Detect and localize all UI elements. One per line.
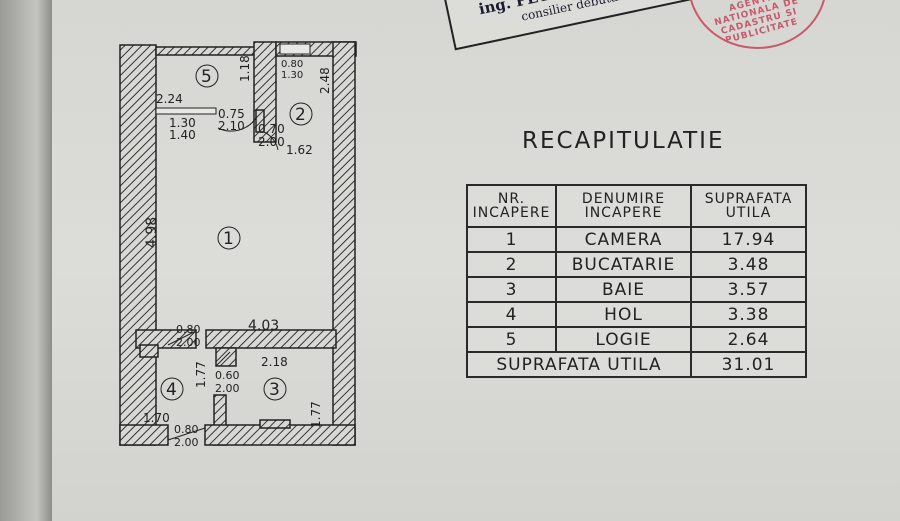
dim-kitchen-door-w: 0.70: [258, 122, 285, 136]
row-name: HOL: [555, 301, 692, 328]
summary-table: NR. INCAPERE DENUMIRE INCAPERE SUPRAFATA…: [466, 184, 807, 378]
row-area: 2.64: [690, 326, 807, 353]
room-1-circle: [217, 226, 241, 250]
row-nr: 1: [466, 226, 557, 253]
dim-entry-door-h: 2.00: [174, 436, 199, 449]
wall-right: [332, 41, 356, 446]
dim-bath-door-h: 2.00: [215, 382, 240, 395]
wall-bath-top: [205, 329, 337, 349]
room-labels: [160, 64, 313, 401]
door-logie: [217, 117, 257, 132]
dim-kitchen-width: 1.62: [286, 143, 313, 157]
room-3-circle: [263, 377, 287, 401]
door-hall: [167, 330, 197, 346]
header-name: DENUMIRE INCAPERE: [555, 184, 692, 228]
door-entry: [167, 427, 206, 441]
dimensions: 2.24 1.18 1.30 1.40 0.75 2.10 0.80 1.30 …: [143, 55, 332, 449]
wall-logie-top: [155, 46, 257, 56]
row-nr: 4: [466, 301, 557, 328]
room-1-number: 1: [223, 229, 234, 249]
doors: [167, 117, 279, 441]
dim-entry-door-w: 0.80: [174, 423, 199, 436]
dim-logie-width: 2.24: [156, 92, 183, 106]
dim-hall-depth: 1.77: [194, 361, 208, 388]
row-nr: 3: [466, 276, 557, 303]
binder-edge: [0, 0, 52, 521]
row-name: BAIE: [555, 276, 692, 303]
row-name: BUCATARIE: [555, 251, 692, 278]
row-nr: 5: [466, 326, 557, 353]
wall-hall-top: [135, 329, 197, 349]
dim-hall-door-w: 0.80: [176, 323, 201, 336]
dim-window-logie-h: 1.40: [169, 128, 196, 142]
header-nr: NR. INCAPERE: [466, 184, 557, 228]
room-2-number: 2: [295, 105, 306, 125]
dim-kitchen-window-h: 1.30: [281, 70, 303, 81]
dim-logie-depth: 1.18: [238, 55, 252, 82]
row-nr: 2: [466, 251, 557, 278]
row-area: 3.48: [690, 251, 807, 278]
door-bath: [215, 351, 231, 367]
room-5-number: 5: [201, 67, 212, 87]
walls: [119, 41, 357, 446]
dim-bath-door-w: 0.60: [215, 369, 240, 382]
row-area: 17.94: [690, 226, 807, 253]
row-area: 3.57: [690, 276, 807, 303]
room-4-number: 4: [166, 380, 177, 400]
dim-hall-door-h: 2.00: [176, 336, 201, 349]
dim-kitchen-door-h: 2.00: [258, 135, 285, 149]
dim-kitchen-depth: 2.48: [318, 67, 332, 94]
table-total-row: SUPRAFATA UTILA 31.01: [466, 351, 807, 378]
summary-title: RECAPITULATIE: [522, 128, 725, 154]
logie-window: [155, 107, 217, 115]
wall-hall-corner: [139, 344, 159, 358]
dim-bath-width: 2.18: [261, 355, 288, 369]
dim-room-width: 4.03: [248, 318, 279, 334]
dim-door-logie-w: 0.75: [218, 107, 245, 121]
row-area: 3.38: [690, 301, 807, 328]
total-value: 31.01: [690, 351, 807, 378]
dim-door-logie-h: 2.10: [218, 119, 245, 133]
room-2-circle: [289, 102, 313, 126]
wall-bottom-left: [119, 424, 169, 446]
windows: [155, 43, 311, 115]
dim-window-logie-w: 1.30: [169, 116, 196, 130]
total-label: SUPRAFATA UTILA: [466, 351, 692, 378]
wall-kitchen-left: [255, 109, 265, 133]
row-name: CAMERA: [555, 226, 692, 253]
room-5-circle: [195, 64, 219, 88]
room-3-number: 3: [269, 380, 280, 400]
dim-hall-width: 1.70: [143, 411, 170, 425]
table-header: NR. INCAPERE DENUMIRE INCAPERE SUPRAFATA…: [466, 184, 807, 228]
door-kitchen: [263, 131, 279, 151]
wall-bath-bump: [259, 419, 291, 429]
kitchen-window: [279, 43, 311, 55]
dim-bath-depth: 1.77: [309, 401, 323, 428]
row-name: LOGIE: [555, 326, 692, 353]
dim-room-depth: 4.98: [144, 217, 160, 248]
dim-kitchen-window-w: 0.80: [281, 59, 303, 70]
room-4-circle: [160, 377, 184, 401]
header-area: SUPRAFATA UTILA: [690, 184, 807, 228]
